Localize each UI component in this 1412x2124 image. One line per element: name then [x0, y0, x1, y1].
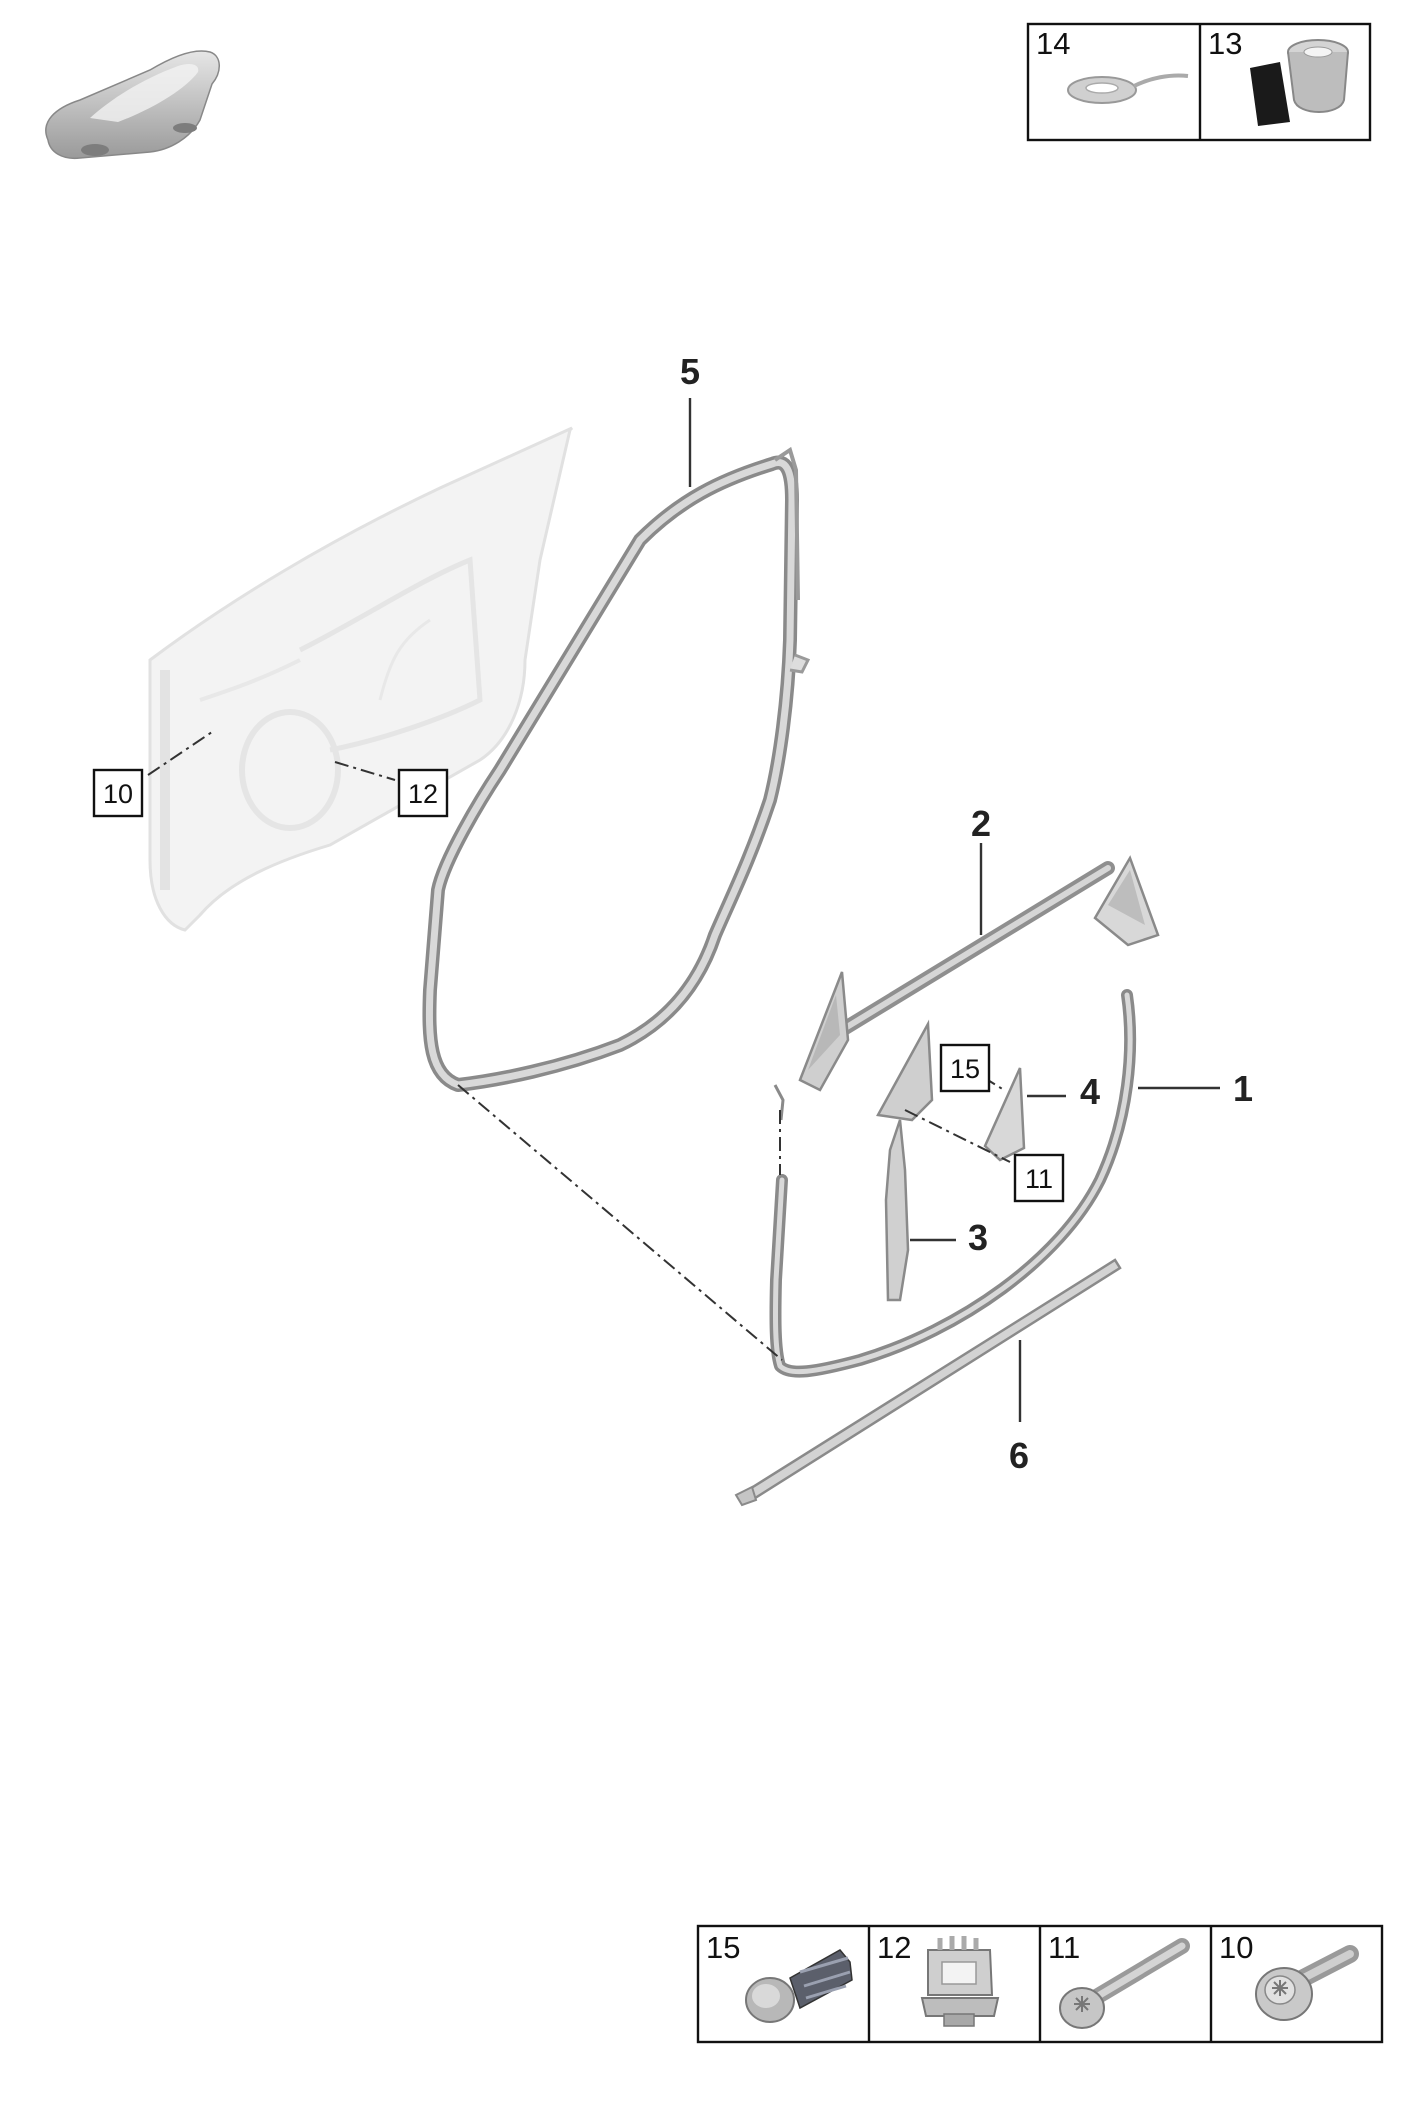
door-seal-part-5: [422, 446, 811, 1092]
box-label-10: 10: [103, 779, 133, 809]
window-strip-part-2: [798, 855, 1160, 1092]
box-frame-15: [939, 1043, 991, 1093]
box-label-15: 15: [950, 1054, 980, 1084]
callout-3: 3: [968, 1217, 988, 1258]
box-label-11: 11: [1025, 1164, 1053, 1194]
panel-label-15: 15: [706, 1930, 740, 1965]
panel-label-13: 13: [1208, 26, 1242, 61]
sill-strip-part-6: [734, 1258, 1122, 1507]
callout-6: 6: [1009, 1435, 1029, 1476]
callout-4: 4: [1080, 1071, 1100, 1112]
dashed-leaders: [147, 729, 1011, 1361]
flange-bolt-icon: [1255, 1945, 1359, 2021]
long-bolt-icon: [1059, 1938, 1190, 2029]
bottom-fastener-panel: 15 12 11 10: [696, 1924, 1384, 2044]
box-label-12: 12: [408, 779, 438, 809]
callout-1: 1: [1233, 1068, 1253, 1109]
pillar-trim-part-3: [876, 1019, 934, 1302]
callout-2: 2: [971, 803, 991, 844]
panel-label-10: 10: [1219, 1930, 1253, 1965]
box-frame-11: [1013, 1153, 1065, 1203]
tape-roll-icon: [1067, 73, 1189, 104]
box-frame-12: [397, 768, 449, 818]
solid-leaders: [688, 398, 1220, 1422]
car-thumbnail-icon: [45, 50, 220, 160]
panel-label-11: 11: [1048, 1930, 1080, 1965]
panel-label-14: 14: [1036, 26, 1070, 61]
push-clip-icon: [745, 1949, 853, 2023]
adhesive-roll-icon: [1250, 39, 1349, 126]
door-panel-ghost: [148, 426, 574, 932]
boxed-refs: 10 12 15 11: [92, 768, 1065, 1203]
top-accessory-panel: 14 13: [1026, 22, 1372, 142]
callout-numbers: 5 2 1 4 3 6: [680, 351, 1253, 1476]
dashed-leader-seal: [457, 1084, 783, 1361]
callout-5: 5: [680, 351, 700, 392]
dashed-leader-12: [334, 761, 396, 781]
box-frame-10: [92, 768, 144, 818]
panel-label-12: 12: [877, 1930, 911, 1965]
dashed-leader-10: [147, 729, 216, 776]
nut-clip-icon: [920, 1936, 1000, 2027]
dashed-leader-11: [904, 1109, 1011, 1163]
